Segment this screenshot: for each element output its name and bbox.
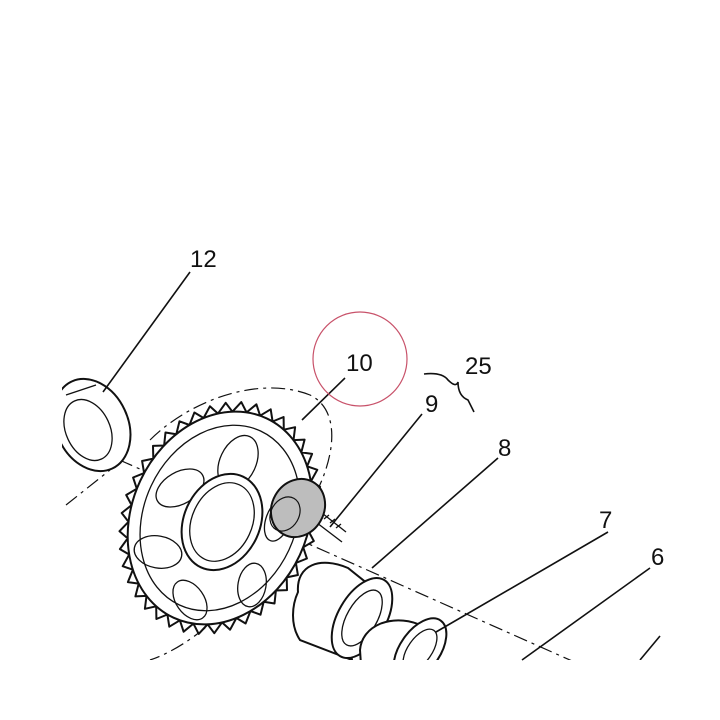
- part-6-edge: [639, 635, 661, 660]
- leader-line-9: [329, 413, 423, 528]
- highlight-circle-10: [312, 311, 408, 407]
- part-9-nut: [269, 477, 327, 539]
- leader-line-8: [371, 457, 499, 569]
- part-9-stud: [269, 477, 347, 543]
- label-7: 7: [599, 507, 612, 534]
- part-7-bearing: [358, 617, 448, 660]
- part-10-sprocket: [118, 401, 322, 635]
- label-9: 9: [425, 391, 438, 418]
- label-8: 8: [498, 435, 511, 462]
- leader-line-10: [301, 377, 346, 421]
- label-10: 10: [346, 350, 373, 377]
- label-25: 25: [465, 353, 492, 380]
- label-12: 12: [190, 246, 217, 273]
- leader-line-6: [521, 567, 651, 661]
- leader-line-12: [102, 271, 191, 393]
- label-6: 6: [651, 544, 664, 571]
- leader-line-7: [435, 531, 609, 633]
- brace-25: [423, 372, 475, 413]
- part-12-spacer: [62, 377, 132, 473]
- upper-axis-line: [65, 469, 111, 506]
